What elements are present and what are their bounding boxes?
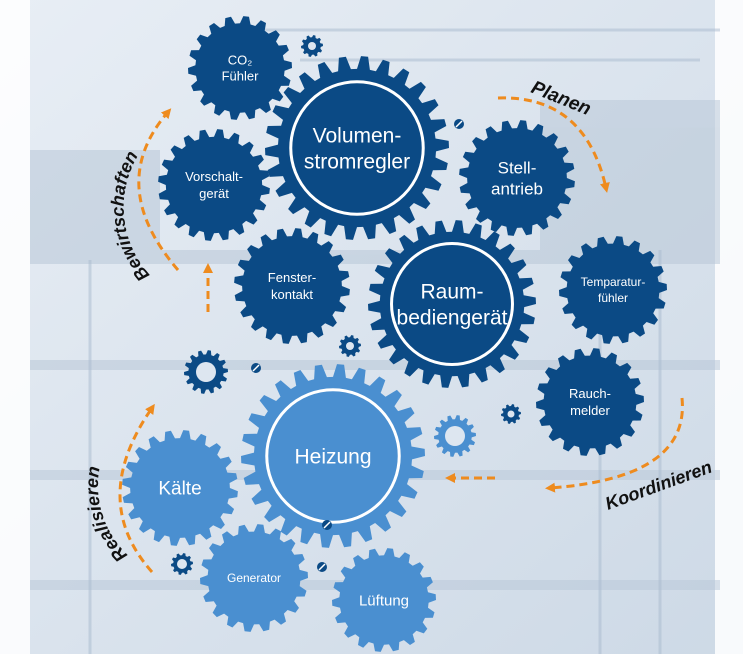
gear-lueftung: Lüftung [332,548,436,652]
gear-kaelte: Kälte [122,430,238,546]
arrow-planen [497,96,610,193]
gear-label-line: Stell- [498,158,537,177]
gear-body [122,430,238,546]
gear-temperaturfuehler: Temparatur-fühler [559,236,667,344]
ring-gear-icon [171,553,193,575]
gear-label-line: Fühler [222,69,260,84]
small-gear-hole [196,362,216,382]
gear-label-line: Lüftung [359,592,409,609]
gear-body [559,236,667,344]
arrow-bewirtschaften [137,108,180,271]
gear-vorschaltgeraet: Vorschalt-gerät [158,129,270,241]
bolt-slot [455,120,463,128]
gear-generator: Generator [200,524,308,632]
gear-label-line: Generator [227,571,281,585]
bolt-slot [323,521,331,529]
gear-body [332,548,436,652]
small-gear-hole [308,42,316,50]
gear-ring [289,80,425,216]
small-gear-hole [445,426,465,446]
gear-label-line: melder [570,403,610,418]
gear-body [200,524,308,632]
gear-label-line: stromregler [304,150,410,173]
gear-label-line: antrieb [491,179,543,198]
gear-label-line: kontakt [271,287,313,302]
gear-label-line: Vorschalt- [185,169,243,184]
gear-label-line: fühler [598,291,628,305]
gear-label-line: Raum- [420,280,483,303]
gear-label-line: CO₂ [228,53,253,68]
bolt-slot [318,563,326,571]
gear-label-line: Temparatur- [581,275,646,289]
gear-raumbediengeraet: Raum-bediengerät [368,220,536,388]
small-gear-hole [177,559,187,569]
gear-heizung: Heizung [241,364,425,548]
gear-label-line: bediengerät [397,306,508,329]
bolt-slot [252,364,260,372]
gear-label-line: Rauch- [569,386,611,401]
gear-body [536,348,644,456]
gear-label-line: Fenster- [268,270,316,285]
gear-fensterkontakt: Fenster-kontakt [234,228,350,344]
ring-gear-icon [434,415,476,457]
gear-stellantrieb: Stell-antrieb [459,120,575,236]
small-gear-hole [346,342,354,350]
gear-body [234,228,350,344]
gear-label-line: Volumen- [313,124,402,147]
small-gear-icon [301,35,323,57]
gear-ring [265,388,401,524]
ring-gear-icon [184,350,228,394]
gear-label-line: Heizung [294,445,371,468]
gear-rauchmelder: Rauch-melder [536,348,644,456]
gear-label-line: Kälte [158,479,201,500]
small-gear-hole [507,410,515,418]
arrow-realisieren [118,403,155,573]
gear-volumenstromregler: Volumen-stromregler [265,56,449,240]
small-gear-icon [501,404,521,424]
gear-body [158,129,270,241]
gear-body [188,16,292,120]
arrow-koordinieren [545,397,684,493]
gear-ring [390,242,514,366]
gear-body [459,120,575,236]
gear-label-line: gerät [199,186,229,201]
small-gear-icon [339,335,361,357]
